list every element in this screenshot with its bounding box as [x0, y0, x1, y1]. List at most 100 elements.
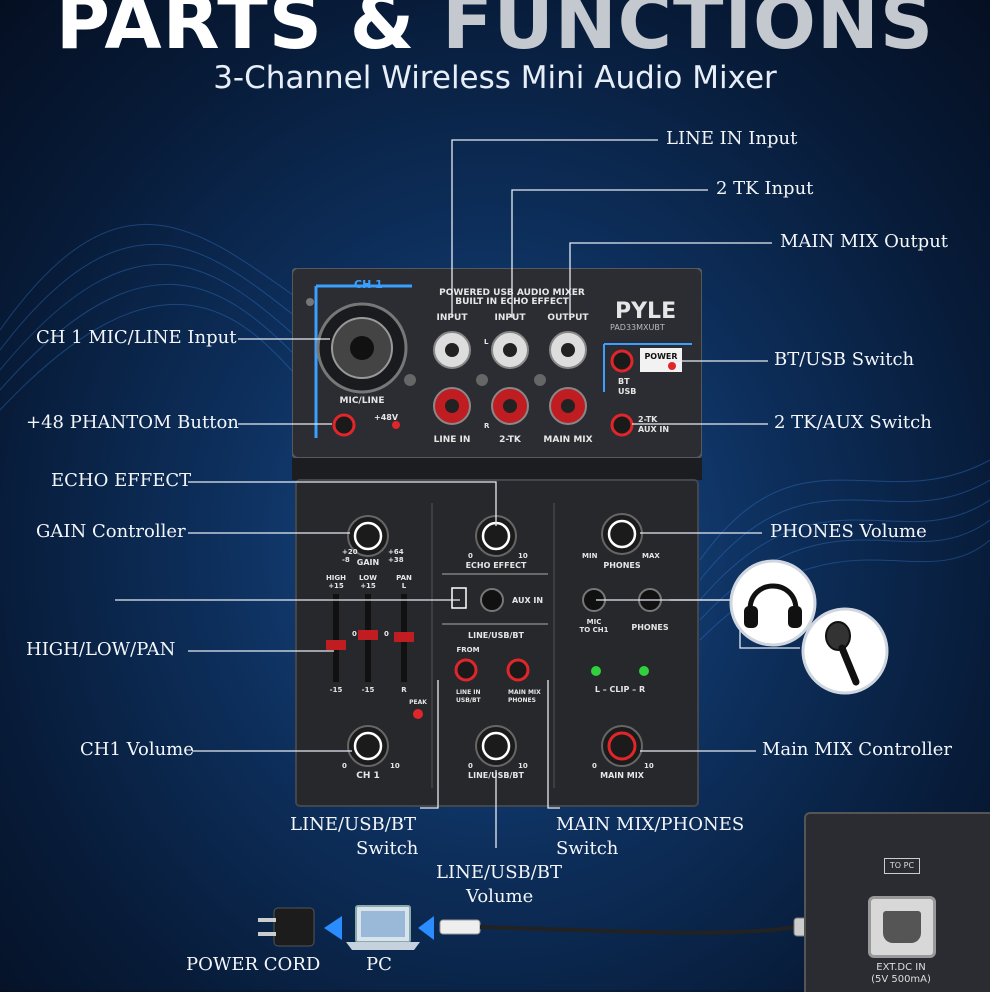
callout-gain-controller: GAIN Controller	[36, 521, 186, 542]
low-label: LOW	[359, 574, 377, 582]
callout-tk-aux-switch: 2 TK/AUX Switch	[774, 412, 932, 433]
ch1-max-label: 10	[390, 762, 400, 770]
callout-phones-volume: PHONES Volume	[770, 521, 927, 542]
low-slider	[358, 594, 378, 682]
ch1-min-label: 0	[342, 762, 347, 770]
mic-to-ch1-label-1: MIC	[587, 618, 602, 626]
echo-max-label: 10	[518, 552, 528, 560]
mic-to-ch1-label-2: TO CH1	[579, 626, 608, 634]
callout-pc: PC	[366, 954, 392, 975]
ext-dc-label-2: (5V 500mA)	[871, 974, 931, 985]
phones-label: PHONES	[603, 561, 641, 570]
callout-bt-usb-switch: BT/USB Switch	[774, 349, 915, 370]
headphones-icon	[729, 559, 817, 647]
usb-b-port[interactable]	[868, 896, 936, 958]
echo-label: ECHO EFFECT	[466, 561, 527, 570]
ch1-volume-knob	[347, 725, 389, 767]
echo-min-label: 0	[468, 552, 473, 560]
callout-main-mix-phones-switch-2: Switch	[556, 838, 619, 859]
plus15b-label: +15	[360, 582, 376, 590]
high-slider	[326, 594, 346, 682]
minus15a-label: -15	[330, 686, 343, 694]
phantom-button	[332, 413, 356, 437]
gain-label: GAIN	[357, 558, 379, 567]
aux-in-jack	[480, 588, 504, 612]
rca-white-jacks	[433, 331, 587, 369]
line-usb-bt-volume-knob	[475, 725, 517, 767]
to-pc-label: TO PC	[884, 858, 920, 874]
callout-line-in-input: LINE IN Input	[666, 128, 798, 149]
callout-main-mix-output: MAIN MIX Output	[780, 231, 949, 252]
ch1-label: CH 1	[354, 278, 383, 291]
clip-label: L – CLIP – R	[595, 685, 645, 694]
max-label: MAX	[642, 552, 660, 560]
two-tk-label: 2-TK	[499, 435, 522, 445]
peak-label: PEAK	[409, 699, 427, 706]
page-subtitle: 3-Channel Wireless Mini Audio Mixer	[213, 60, 777, 96]
plus48v-label: +48V	[374, 413, 399, 422]
brand-logo: PYLE	[615, 299, 676, 324]
aux-in-switch-label: AUX IN	[638, 425, 669, 434]
ch1-vol-label: CH 1	[356, 771, 380, 781]
to-main-mix-label: MAIN MIX	[508, 689, 541, 696]
min-label: MIN	[582, 552, 598, 560]
power-led	[668, 362, 676, 370]
ext-dc-label-1: EXT.DC IN	[876, 962, 926, 973]
zero-b-label: 0	[384, 630, 389, 638]
high-label: HIGH	[326, 574, 346, 582]
minus15b-label: -15	[362, 686, 375, 694]
peak-led	[413, 709, 423, 719]
callout-power-cord: POWER CORD	[186, 954, 321, 975]
tk-aux-switch	[610, 413, 634, 437]
phones-jack-label: PHONES	[631, 623, 669, 632]
zero-a-label: 0	[352, 630, 357, 638]
gain-lo-label: +20	[342, 548, 358, 556]
power-plug-icon	[258, 907, 342, 947]
line-usb-bt-label: LINE/USB/BT	[468, 631, 525, 640]
tk2-label: 2-TK	[638, 415, 658, 424]
clip-led-left	[591, 666, 601, 676]
callout-line-usb-bt-volume-1: LINE/USB/BT	[436, 862, 563, 883]
power-label: POWER	[644, 352, 677, 361]
laptop-icon	[346, 905, 434, 950]
main-mix-knob	[601, 725, 643, 767]
callout-main-mix-phones-switch-1: MAIN MIX/PHONES	[556, 814, 745, 835]
mm-max-label: 10	[644, 762, 654, 770]
line-in-label: LINE IN	[434, 435, 471, 445]
callout-ch1-mic-line-input: CH 1 MIC/LINE Input	[36, 327, 237, 348]
callout-phantom-button: +48 PHANTOM Button	[26, 412, 239, 433]
gain-hi2-label: +38	[388, 556, 404, 564]
callout-line-usb-bt-switch-1: LINE/USB/BT	[290, 814, 417, 835]
gain-hi-label: +64	[388, 548, 404, 556]
bt-label: BT	[618, 377, 630, 386]
pan-l-label: L	[402, 582, 407, 590]
lub-min-label: 0	[468, 762, 473, 770]
bt-usb-switch	[610, 349, 634, 373]
microphone-icon	[801, 607, 889, 695]
phones-volume-knob	[601, 513, 643, 555]
callout-2tk-input: 2 TK Input	[716, 178, 814, 199]
main-mix-jack-label: MAIN MIX	[543, 435, 592, 445]
phantom-led	[392, 421, 400, 429]
line-usb-bt-switch	[454, 658, 478, 682]
mm-min-label: 0	[592, 762, 597, 770]
main-mix-phones-switch	[506, 658, 530, 682]
callout-ch1-volume: CH1 Volume	[80, 739, 194, 760]
mic-line-label: MIC/LINE	[340, 396, 385, 406]
pan-r-label: R	[401, 686, 407, 694]
model-number: PAD33MXUBT	[610, 323, 665, 332]
l-a-label: L	[484, 338, 489, 346]
mm-vol-label: MAIN MIX	[600, 771, 645, 780]
usb-label: USB	[618, 387, 636, 396]
pan-label: PAN	[396, 574, 412, 582]
gain-knob	[347, 515, 389, 557]
callout-main-mix-controller: Main MIX Controller	[762, 739, 952, 760]
r-a-label: R	[484, 422, 490, 430]
callout-line-usb-bt-volume-2: Volume	[466, 886, 534, 907]
to-phones-label: PHONES	[508, 697, 536, 704]
rca-red-jacks	[433, 387, 587, 425]
callout-echo-effect: ECHO EFFECT	[51, 470, 192, 491]
callout-line-usb-bt-switch-2: Switch	[356, 838, 419, 859]
plus15a-label: +15	[328, 582, 344, 590]
mixer-device: CH 1 POWERED USB AUDIO MIXER BUILT IN EC…	[292, 268, 702, 807]
